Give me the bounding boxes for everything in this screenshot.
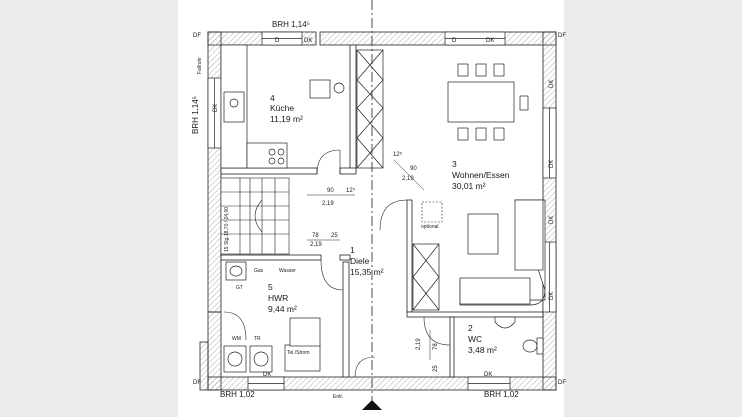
dim-2-19-lower: 2,19 — [310, 242, 322, 248]
df-mark-bottom: DF — [193, 380, 201, 386]
window-mark-d-2: D — [452, 38, 457, 44]
room-area-hwr: 9,44 m² — [268, 304, 297, 314]
room-number-kuche: 4 — [270, 93, 275, 103]
gas-label: Gas — [254, 268, 264, 274]
fireplace — [421, 201, 443, 223]
dim-12-5-diag: 12⁵ — [393, 152, 403, 158]
dining-table — [447, 63, 529, 141]
room-area-kuche: 11,19 m² — [270, 114, 303, 124]
fallrohr-label: Fallrohr — [197, 57, 203, 74]
interior-walls — [220, 44, 544, 378]
window-mark-d-1: D — [275, 38, 280, 44]
wc-fixtures — [494, 316, 544, 355]
window-mark-dk-1: DK — [304, 38, 313, 44]
dim-90-diag: 90 — [410, 166, 417, 172]
window-mark-dk-2: DK — [486, 38, 495, 44]
df-mark-bottom-right: DF — [558, 380, 566, 386]
room-number-hwr: 5 — [268, 282, 273, 292]
sofa — [459, 199, 546, 306]
stairs-label: 15 Stg.18,70 / 24,00 — [224, 206, 230, 252]
room-name-diele: Diele — [350, 256, 370, 266]
wm-label: WM — [232, 336, 241, 342]
tall-cabinets — [356, 49, 440, 311]
room-area-diele: 15,35 m² — [350, 267, 384, 277]
df-mark-top: DF — [193, 33, 201, 39]
room-name-hwr: HWR — [268, 293, 289, 303]
entrance-arrow — [362, 400, 382, 410]
room-number-diele: 1 — [350, 245, 355, 255]
tel-strom-label: Tel./Strom — [287, 350, 310, 356]
wasser-label: Wasser — [279, 268, 296, 274]
brh-bottom-right-label: BRH 1,02 — [484, 390, 519, 399]
window-mark-dk-5: DK — [549, 159, 555, 168]
fireplace-optional-label: optional — [421, 224, 439, 230]
room-name-kuche: Küche — [270, 103, 295, 113]
hwr-fixtures — [223, 261, 321, 373]
windows — [207, 31, 557, 391]
staircase — [220, 177, 290, 255]
dim-2-19-upper: 2,19 — [322, 201, 334, 207]
dim-90-upper: 90 — [327, 188, 334, 194]
window-mark-dk-9: DK — [484, 372, 493, 378]
room-area-wc: 3,48 m² — [468, 345, 497, 355]
dim-2-19-wc: 2,19 — [416, 338, 422, 350]
dim-2-19-diag: 2,19 — [402, 176, 414, 182]
window-mark-dk-8: DK — [263, 372, 272, 378]
df-mark-top-right: DF — [558, 33, 566, 39]
tr-label: TR — [254, 336, 261, 342]
room-number-wohnen: 3 — [452, 159, 457, 169]
window-mark-dk-6: DK — [549, 215, 555, 224]
kitchen-counter — [220, 44, 345, 169]
dimension-lines — [307, 159, 431, 360]
gt-label: GT — [236, 285, 243, 291]
room-area-wohnen: 30,01 m² — [452, 181, 486, 191]
window-mark-dk-4: DK — [549, 79, 555, 88]
room-name-wc: WC — [468, 334, 483, 344]
brh-top-label: BRH 1,14⁵ — [272, 20, 310, 29]
door-swings — [223, 149, 451, 378]
dim-12-5-upper: 12⁵ — [346, 188, 356, 194]
window-mark-dk-7: DK — [549, 291, 555, 300]
dim-78: 78 — [312, 233, 319, 239]
room-name-wohnen: Wohnen/Essen — [452, 170, 510, 180]
dim-25: 25 — [331, 233, 338, 239]
window-mark-dk-3: DK — [213, 103, 219, 112]
brh-left-label: BRH 1,14⁵ — [191, 96, 200, 134]
dim-78-wc: 78 — [433, 343, 439, 350]
entrance-label: Entl. — [333, 394, 344, 400]
dim-25-wc: 25 — [433, 365, 439, 372]
brh-bottom-left-label: BRH 1,02 — [220, 390, 255, 399]
room-number-wc: 2 — [468, 323, 473, 333]
